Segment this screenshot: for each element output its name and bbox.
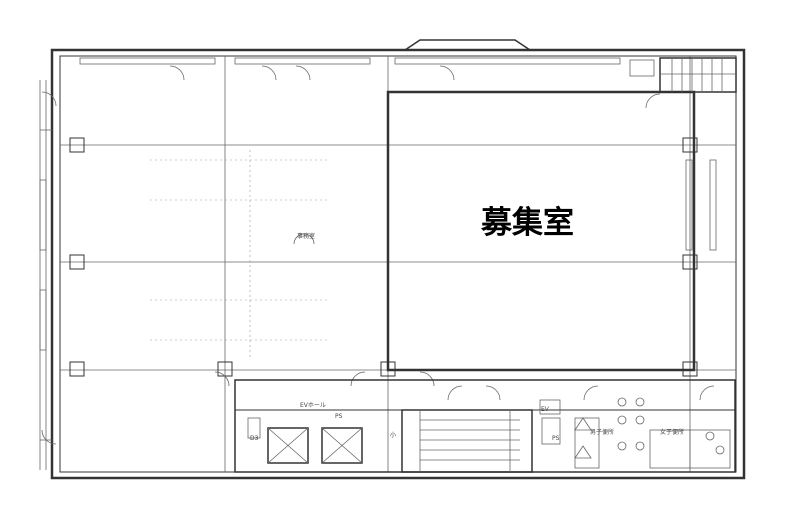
label-small: 小 xyxy=(390,431,396,439)
staircase-top xyxy=(629,57,737,93)
room-labels: 事務室 EVホール D3 PS EV PS 男子便所 女子便所 小 xyxy=(250,232,684,442)
label-d3: D3 xyxy=(250,435,259,442)
vacant-room xyxy=(386,90,696,372)
ceiling-hints xyxy=(150,150,330,360)
windows xyxy=(39,57,717,351)
door-swings xyxy=(41,65,715,445)
label-ps: PS xyxy=(335,413,343,420)
outer-walls xyxy=(39,39,746,480)
label-ev-hall: EVホール xyxy=(300,402,326,409)
vacancy-label: 募集室 xyxy=(480,205,574,241)
label-wc-male: 男子便所 xyxy=(590,428,614,436)
label-wc-female: 女子便所 xyxy=(660,428,684,436)
label-ps2: PS xyxy=(552,435,560,442)
label-left-room: 事務室 xyxy=(297,232,315,240)
label-ev: EV xyxy=(541,406,550,413)
core-area xyxy=(234,379,736,473)
